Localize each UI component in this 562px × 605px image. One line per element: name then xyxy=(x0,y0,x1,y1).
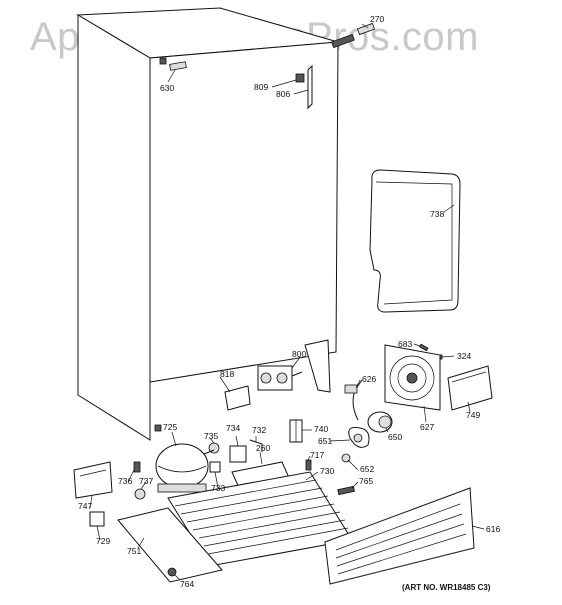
part-650-fan-motor[interactable] xyxy=(367,411,393,433)
label-738: 738 xyxy=(430,209,444,219)
part-800-water-valve[interactable] xyxy=(257,365,303,391)
part-749-cover[interactable] xyxy=(447,365,493,411)
leader-lines xyxy=(89,23,485,581)
part-738-heater-loop[interactable] xyxy=(369,169,461,313)
label-749: 749 xyxy=(466,410,480,420)
label-652: 652 xyxy=(360,464,374,474)
label-809: 809 xyxy=(254,82,268,92)
part-809-screw[interactable] xyxy=(295,73,305,83)
label-626: 626 xyxy=(362,374,376,384)
label-650: 650 xyxy=(388,432,402,442)
label-630: 630 xyxy=(160,83,174,93)
label-740: 740 xyxy=(314,424,328,434)
part-818-bracket[interactable] xyxy=(224,385,251,411)
label-260: 260 xyxy=(256,443,270,453)
part-736-clip[interactable] xyxy=(133,461,141,473)
label-324: 324 xyxy=(457,351,471,361)
part-729-relay-cover[interactable] xyxy=(89,511,105,527)
part-764-screw[interactable] xyxy=(167,567,177,577)
label-806: 806 xyxy=(276,89,290,99)
label-765: 765 xyxy=(359,476,373,486)
part-683-screw[interactable] xyxy=(418,343,429,352)
label-735: 735 xyxy=(204,431,218,441)
part-616-grille[interactable] xyxy=(324,487,475,585)
part-626-wire-harness[interactable] xyxy=(344,379,363,421)
label-616: 616 xyxy=(486,524,500,534)
label-800: 800 xyxy=(292,349,306,359)
label-717: 717 xyxy=(310,450,324,460)
part-627-fan-shroud[interactable] xyxy=(384,344,441,411)
label-736: 736 xyxy=(118,476,132,486)
part-806-tube[interactable] xyxy=(307,64,313,110)
label-733: 733 xyxy=(211,483,225,493)
part-747-bracket[interactable] xyxy=(73,461,113,499)
label-729: 729 xyxy=(96,536,110,546)
part-630-plug[interactable] xyxy=(169,61,187,71)
part-734-overload[interactable] xyxy=(229,445,247,463)
label-725: 725 xyxy=(163,422,177,432)
label-683: 683 xyxy=(398,339,412,349)
label-737: 737 xyxy=(139,476,153,486)
part-651-fan-blade[interactable] xyxy=(348,427,370,448)
label-747: 747 xyxy=(78,501,92,511)
part-765-bracket[interactable] xyxy=(337,485,355,496)
part-717-clip[interactable] xyxy=(305,459,312,471)
part-733-cover[interactable] xyxy=(209,461,221,473)
refrigerator-cabinet xyxy=(76,7,339,441)
part-732-bracket[interactable] xyxy=(249,439,263,452)
part-725-compressor[interactable] xyxy=(155,443,215,493)
label-730: 730 xyxy=(320,466,334,476)
label-751: 751 xyxy=(127,546,141,556)
label-732: 732 xyxy=(252,425,266,435)
part-737-grommet[interactable] xyxy=(134,488,146,500)
label-651: 651 xyxy=(318,436,332,446)
label-818: 818 xyxy=(220,369,234,379)
label-270: 270 xyxy=(370,14,384,24)
label-627: 627 xyxy=(420,422,434,432)
art-number: (ART NO. WR18485 C3) xyxy=(402,583,491,592)
part-751-base-pan[interactable] xyxy=(117,507,223,583)
label-764: 764 xyxy=(180,579,194,589)
part-labels: 270 630 809 806 738 683 324 800 818 626 … xyxy=(78,14,500,589)
label-734: 734 xyxy=(226,423,240,433)
part-740-capacitor[interactable] xyxy=(289,419,303,443)
